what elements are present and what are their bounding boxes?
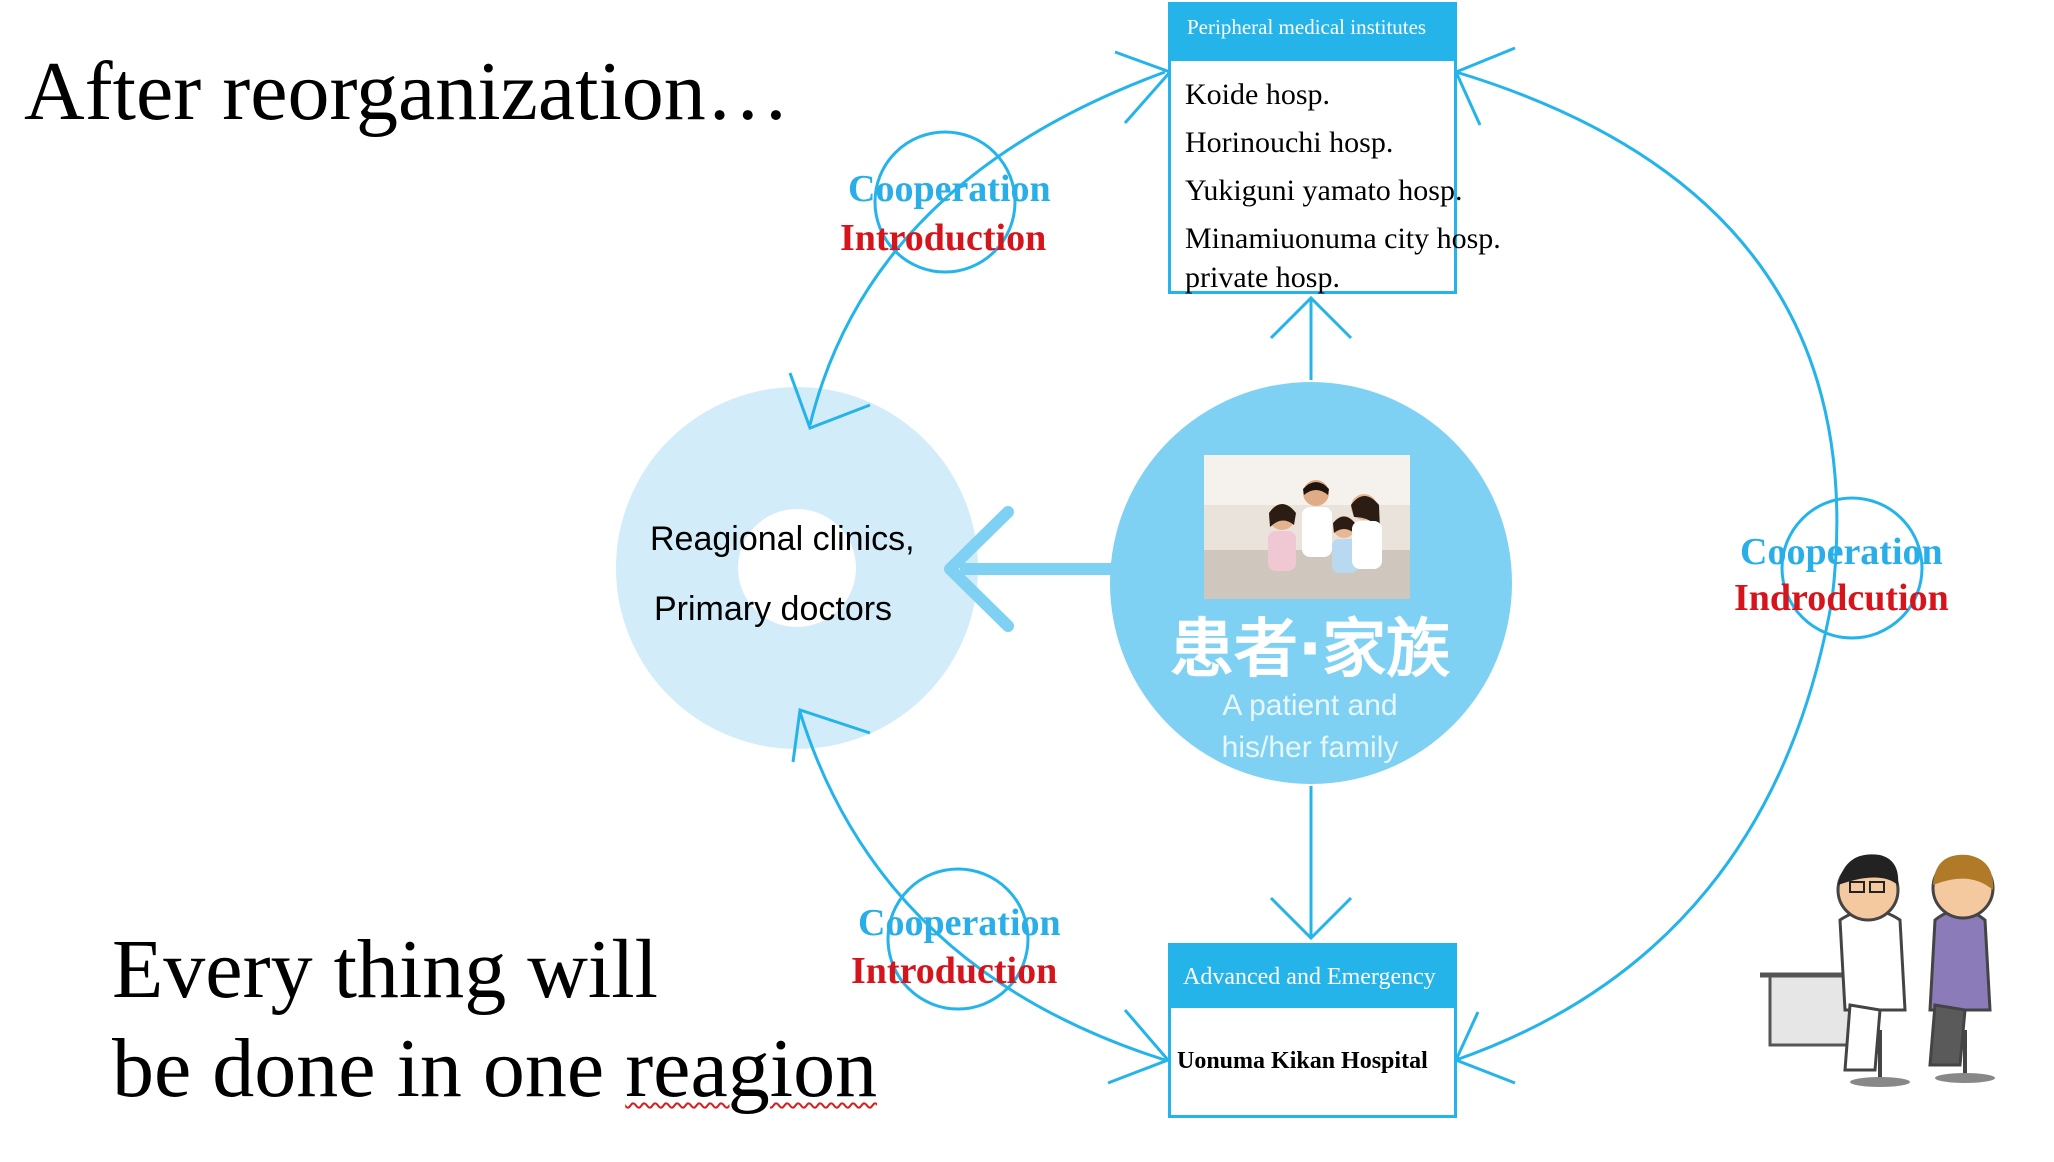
patient-label-jp: 患者·家族: [1169, 613, 1451, 687]
family-photo: [1204, 455, 1410, 599]
relation-circle-right: [1780, 496, 1924, 640]
peripheral-hospital-list: Koide hosp. Horinouchi hosp. Yukiguni ya…: [1171, 61, 1501, 294]
advanced-hospital-name: Uonuma Kikan Hospital: [1177, 1048, 1428, 1074]
peripheral-box-header: Peripheral medical institutes: [1171, 5, 1454, 61]
patient-to-advanced-arrowhead: [1269, 896, 1353, 941]
patient-label-en: A patient and his/her family: [1110, 685, 1510, 769]
advanced-box-header: Advanced and Emergency: [1171, 946, 1454, 1008]
patient-to-peripheral-arrowhead: [1269, 295, 1353, 340]
list-item: Horinouchi hosp.: [1185, 126, 1394, 159]
arc-clinics-advanced: [798, 711, 1166, 1062]
patient-to-clinics-arrowhead: [944, 506, 1014, 632]
introduction-label-right: Indrodcution: [1734, 577, 1949, 619]
patient-label-en-line-1: A patient and: [1222, 689, 1398, 722]
conclusion-line-2-prefix: be done in one: [112, 1022, 626, 1116]
introduction-label-bottom-left: Introduction: [851, 950, 1058, 992]
relation-circle-top-left: [873, 130, 1017, 274]
cooperation-label-right: Cooperation: [1740, 531, 1943, 573]
cooperation-label-bottom-left: Cooperation: [858, 902, 1061, 944]
clinics-donut: [616, 387, 978, 749]
clinics-label-line-2: Primary doctors: [654, 590, 893, 628]
arc-clinics-advanced-head-bottom: [1107, 1009, 1171, 1085]
list-item: Minamiuonuma city hosp.: [1185, 222, 1501, 255]
list-item: private hosp.: [1185, 261, 1340, 294]
list-item: Koide hosp.: [1185, 78, 1330, 111]
arc-peripheral-clinics: [808, 70, 1166, 426]
doctor-patient-illustration: [1760, 854, 1995, 1087]
arc-right: [1455, 70, 1839, 1062]
conclusion-line-1: Every thing will: [112, 923, 658, 1016]
arc-clinics-advanced-head-top: [791, 708, 871, 763]
cooperation-label-top-left: Cooperation: [848, 168, 1051, 210]
patient-label-en-line-2: his/her family: [1221, 731, 1399, 764]
conclusion-line-2: be done in one reagion: [112, 1019, 877, 1118]
relation-circle-bottom-left: [886, 867, 1030, 1011]
slide-title: After reorganization…: [24, 45, 790, 138]
list-item: Yukiguni yamato hosp.: [1185, 174, 1463, 207]
conclusion-line-2-word: reagion: [625, 1022, 878, 1116]
slide-conclusion: Every thing will be done in one reagion: [112, 920, 877, 1118]
peripheral-institutes-box: Peripheral medical institutes Koide hosp…: [1168, 2, 1501, 294]
arc-peripheral-clinics-head-bottom: [788, 372, 871, 430]
advanced-emergency-box: Advanced and Emergency Uonuma Kikan Hosp…: [1168, 943, 1457, 1118]
arc-right-head-top: [1453, 46, 1516, 126]
clinics-label-line-1: Reagional clinics,: [650, 520, 915, 558]
introduction-label-top-left: Introduction: [840, 217, 1047, 259]
